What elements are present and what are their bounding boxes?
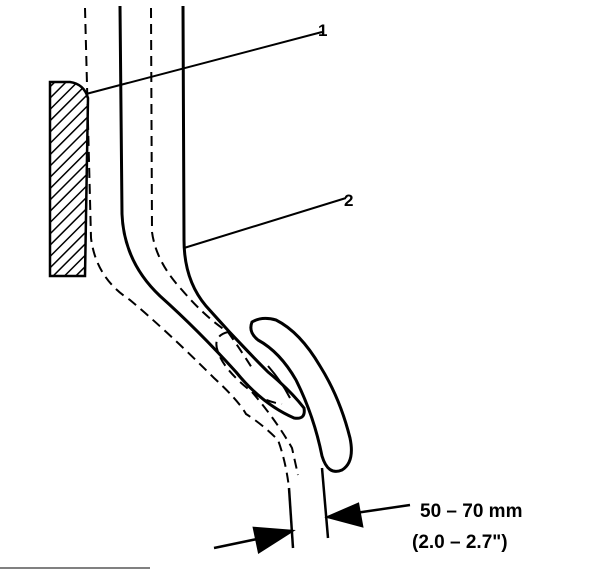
pedal-dashed-position bbox=[84, 7, 299, 489]
dimension-metric: 50 – 70 mm bbox=[420, 501, 522, 522]
dimension-extension-lines bbox=[287, 467, 330, 549]
hatched-structure bbox=[48, 80, 90, 278]
dimension-imperial: (2.0 – 2.7") bbox=[412, 532, 508, 553]
pedal-pad bbox=[249, 316, 353, 473]
callout-1: 1 bbox=[318, 21, 327, 40]
callout-2: 2 bbox=[344, 191, 353, 210]
dimension-arrows bbox=[213, 502, 411, 555]
pedal-arm bbox=[118, 5, 306, 420]
leader-lines bbox=[85, 31, 347, 249]
